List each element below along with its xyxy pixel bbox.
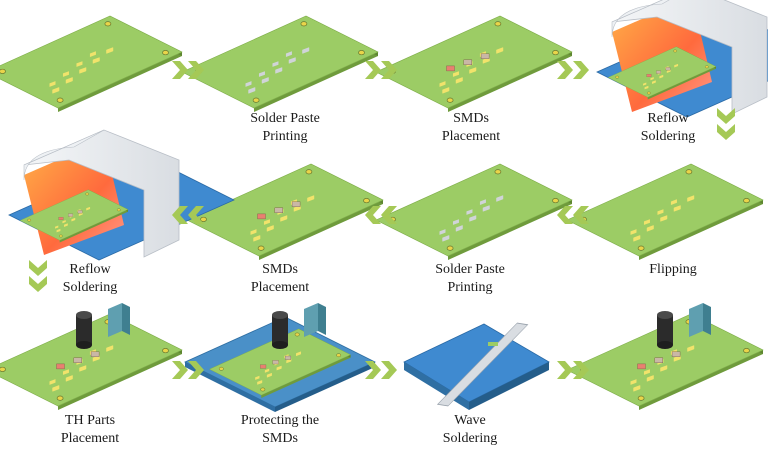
arrow-1 xyxy=(172,61,204,79)
wave-soldering-tank xyxy=(403,322,550,410)
pcb-board xyxy=(566,163,764,257)
reflow-oven-1-board xyxy=(607,46,717,100)
pcb-board xyxy=(181,15,379,109)
board-protected xyxy=(208,328,352,398)
pcb-board xyxy=(566,313,764,407)
board-start xyxy=(0,15,183,112)
arrow-4 xyxy=(557,206,589,224)
reflow-oven-2-board xyxy=(19,189,129,243)
label-smds-placement-1: SMDs Placement xyxy=(441,111,501,144)
arrow-5 xyxy=(365,206,397,224)
board-solder-paste-2 xyxy=(375,163,573,260)
arrow-2 xyxy=(365,61,397,79)
label-reflow-soldering-1: Reflow Soldering xyxy=(640,111,696,144)
arrow-3 xyxy=(557,61,589,79)
label-reflow-soldering-2: Reflow Soldering xyxy=(62,262,118,295)
label-solder-paste-printing-1: Solder Paste Printing xyxy=(250,111,320,144)
arrow-6 xyxy=(172,206,204,224)
th-connector xyxy=(108,303,130,337)
pcb-board xyxy=(375,15,573,109)
board-solder-paste-1 xyxy=(181,15,379,112)
arrow-down-2 xyxy=(29,260,47,292)
label-flipping: Flipping xyxy=(649,262,697,277)
arrow-7 xyxy=(172,361,204,379)
label-protecting-the-smds: Protecting the SMDs xyxy=(240,413,320,446)
arrow-9 xyxy=(557,361,589,379)
oven-hood xyxy=(23,129,180,258)
th-capacitor xyxy=(272,303,326,349)
pcb-board xyxy=(375,163,573,257)
pcb-board xyxy=(186,163,384,257)
label-wave-soldering: Wave Soldering xyxy=(442,413,498,446)
th-connector xyxy=(304,303,326,337)
label-th-parts-placement: TH Parts Placement xyxy=(60,413,120,446)
reflow-oven-2 xyxy=(8,129,235,261)
pcb-board xyxy=(19,189,129,241)
arrow-8 xyxy=(365,361,397,379)
pcb-board xyxy=(208,328,352,396)
board-smds-2 xyxy=(186,163,384,260)
wave-solder-bar xyxy=(436,322,529,407)
th-connector xyxy=(689,303,711,337)
board-final xyxy=(566,313,764,410)
th-capacitor xyxy=(657,303,711,349)
label-solder-paste-printing-2: Solder Paste Printing xyxy=(435,262,505,295)
pcb-board xyxy=(607,46,717,98)
pcb-board xyxy=(0,313,183,407)
pcb-board xyxy=(0,15,183,109)
oven-hood xyxy=(611,0,768,115)
th-capacitor xyxy=(76,303,130,349)
board-flipping xyxy=(566,163,764,260)
arrow-down-1 xyxy=(717,108,735,140)
label-smds-placement-2: SMDs Placement xyxy=(250,262,310,295)
board-smds-1 xyxy=(375,15,573,112)
